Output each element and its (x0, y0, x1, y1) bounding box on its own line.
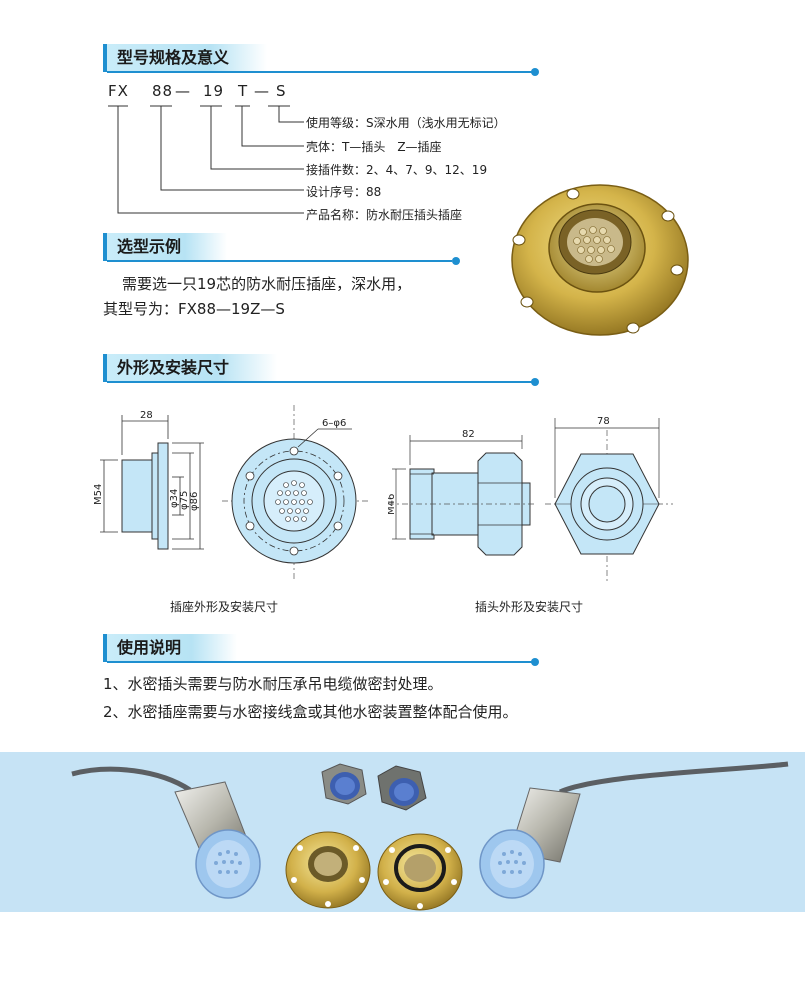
code-dash-2: — (254, 82, 270, 100)
section-header-usage: 使用说明 (103, 634, 543, 666)
header-dot (452, 257, 460, 265)
header-bar (103, 233, 107, 261)
code-t: T (238, 82, 249, 100)
section-title: 选型示例 (107, 233, 227, 261)
dim-socket-thread: M54 (93, 484, 104, 505)
code-fx: FX (108, 82, 129, 100)
example-line-2: 其型号为：FX88—19Z—S (103, 300, 285, 318)
legend-pins: 接插件数：2、4、7、9、12、19 (306, 163, 488, 177)
dim-socket-length: 28 (140, 410, 153, 421)
usage-item-2: 2、水密插座需要与水密接线盒或其他水密装置整体配合使用。 (103, 703, 518, 721)
dim-socket-holes: 6–φ6 (322, 418, 346, 429)
section-header-example: 选型示例 (103, 233, 463, 265)
header-underline (107, 661, 532, 663)
section-title: 型号规格及意义 (107, 44, 267, 72)
header-bar (103, 634, 107, 662)
product-photos (71, 761, 789, 911)
header-underline (107, 381, 532, 383)
legend-shell: 壳体：T—插头 Z—插座 (306, 140, 442, 154)
example-line-1: 需要选一只19芯的防水耐压插座，深水用， (122, 275, 412, 293)
socket-front-drawing: 6–φ6 (222, 405, 368, 580)
code-dash-1: — (175, 82, 191, 100)
dim-socket-d1: φ34 (169, 489, 180, 508)
dim-plug-length: 82 (462, 429, 475, 440)
usage-item-1: 1、水密插头需要与防水耐压承吊电缆做密封处理。 (103, 675, 443, 693)
left-plug-photo (174, 781, 261, 899)
section-header-model: 型号规格及意义 (103, 44, 543, 76)
model-leader-lines (108, 105, 304, 214)
code-s: S (276, 82, 287, 100)
legend-name: 产品名称：防水耐压插头插座 (306, 208, 463, 222)
small-plug-photo-1 (321, 763, 367, 805)
header-dot (531, 658, 539, 666)
plug-caption: 插头外形及安装尺寸 (475, 600, 584, 614)
header-underline (107, 260, 452, 262)
right-plug-photo (479, 787, 581, 899)
legend-grade: 使用等级：S深水用（浅水用无标记） (306, 116, 506, 130)
code-88: 88 (152, 82, 174, 100)
legend-serial: 设计序号：88 (306, 185, 382, 199)
plug-front-drawing: 78 (545, 416, 673, 582)
socket-caption: 插座外形及安装尺寸 (170, 600, 279, 614)
socket-side-drawing: 28 M54 φ34 φ75 φ86 (93, 410, 204, 550)
section-title: 外形及安装尺寸 (107, 354, 277, 382)
brass-flange-photo-2 (377, 833, 463, 911)
header-dot (531, 378, 539, 386)
dim-plug-width: 78 (597, 416, 610, 427)
connector-photo (511, 184, 689, 336)
header-bar (103, 44, 107, 72)
section-title: 使用说明 (107, 634, 237, 662)
header-dot (531, 68, 539, 76)
header-bar (103, 354, 107, 382)
dim-plug-thread: M46 (388, 494, 397, 515)
dim-socket-d2: φ75 (179, 491, 190, 510)
brass-flange-photo-1 (285, 831, 371, 909)
dim-socket-d3: φ86 (189, 492, 200, 511)
plug-side-drawing: 82 M46 (388, 429, 536, 556)
small-plug-photo-2 (377, 765, 427, 811)
code-19: 19 (203, 82, 225, 100)
header-underline (107, 71, 532, 73)
section-header-dimensions: 外形及安装尺寸 (103, 354, 543, 386)
